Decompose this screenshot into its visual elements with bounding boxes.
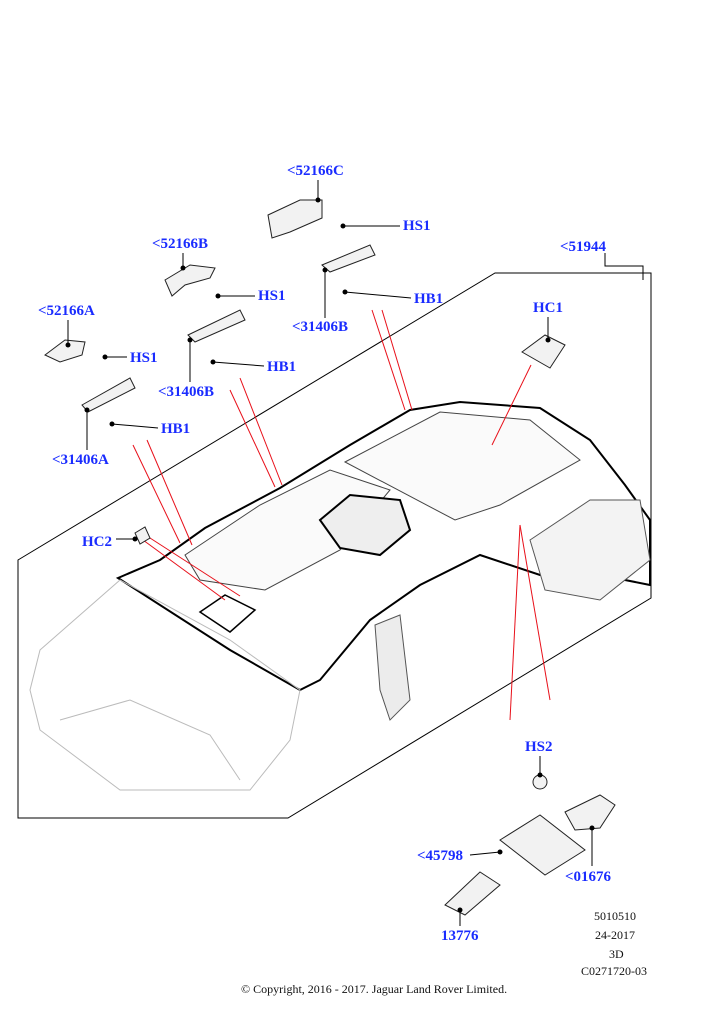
- label-hs2[interactable]: HS2: [525, 739, 553, 755]
- clip-hc2: [134, 526, 151, 545]
- lamp-13776: [444, 871, 501, 916]
- leader-lines: [65, 180, 644, 926]
- label-31406A[interactable]: <31406A: [52, 452, 109, 468]
- copyright: © Copyright, 2016 - 2017. Jaguar Land Ro…: [241, 982, 507, 996]
- assembly-frame: [17, 272, 652, 819]
- bracket-52166B: [164, 264, 216, 297]
- handle-31406A: [81, 377, 136, 413]
- label-hc2[interactable]: HC2: [82, 534, 112, 550]
- label-51944[interactable]: <51944: [560, 239, 607, 255]
- module-01676: [564, 794, 616, 831]
- diagram-view: 3D: [609, 947, 624, 961]
- label-hb1[interactable]: HB1: [414, 291, 443, 307]
- red-leaders: [132, 309, 551, 721]
- label-31406B[interactable]: <31406B: [292, 319, 348, 335]
- label-hs1[interactable]: HS1: [130, 350, 158, 366]
- handle-31406B-lower: [187, 309, 246, 343]
- label-hb1[interactable]: HB1: [161, 421, 190, 437]
- label-hc1[interactable]: HC1: [533, 300, 563, 316]
- headliner-panel: [29, 400, 651, 791]
- clip-hc1: [521, 334, 566, 369]
- label-31406B[interactable]: <31406B: [158, 384, 214, 400]
- label-hb1[interactable]: HB1: [267, 359, 296, 375]
- handle-31406B-upper: [321, 244, 376, 273]
- diagram-code: 5010510: [594, 909, 636, 923]
- label-52166C[interactable]: <52166C: [287, 163, 344, 179]
- label-hs1[interactable]: HS1: [258, 288, 286, 304]
- label-45798[interactable]: <45798: [417, 848, 463, 864]
- label-01676[interactable]: <01676: [565, 869, 612, 885]
- label-13776[interactable]: 13776: [441, 928, 479, 944]
- diagram-date: 24-2017: [595, 928, 635, 942]
- diagram-ref: C0271720-03: [581, 964, 647, 978]
- label-52166B[interactable]: <52166B: [152, 236, 208, 252]
- lamp-45798: [499, 814, 586, 876]
- bracket-52166A: [44, 339, 86, 363]
- bracket-52166C: [267, 199, 323, 239]
- label-hs1[interactable]: HS1: [403, 218, 431, 234]
- label-52166A[interactable]: <52166A: [38, 303, 95, 319]
